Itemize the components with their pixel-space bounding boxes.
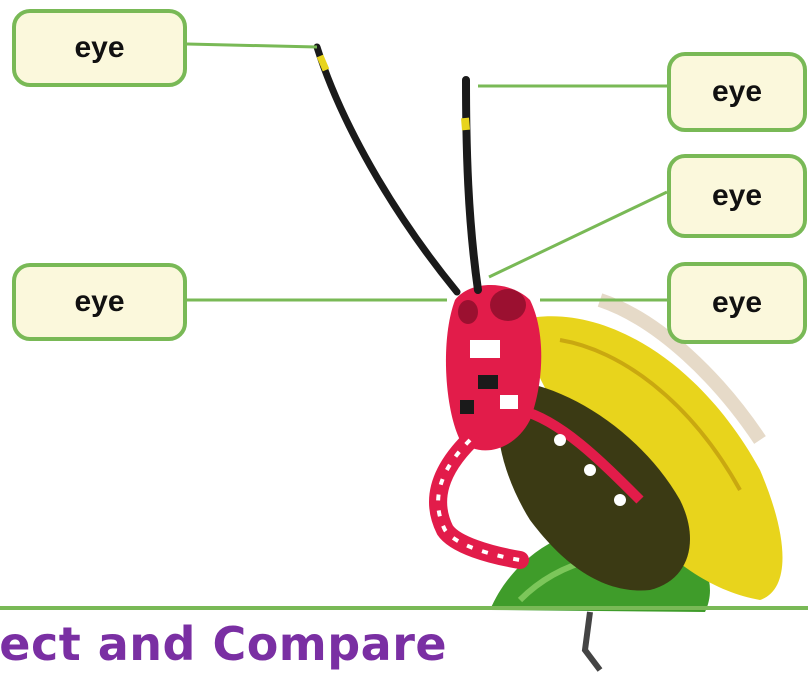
- eye-label-top-left: eye: [12, 9, 187, 87]
- antennae: [317, 47, 478, 292]
- section-heading: nect and Compare: [0, 617, 447, 671]
- eye-label-middle-left: eye: [12, 263, 187, 341]
- eye-label-right-2: eye: [667, 154, 807, 238]
- eye-label-right-3: eye: [667, 262, 807, 344]
- hind-leg: [585, 612, 600, 670]
- section-divider: [0, 606, 808, 610]
- leader-lines: [187, 44, 667, 300]
- eye-label-right-1: eye: [667, 52, 807, 132]
